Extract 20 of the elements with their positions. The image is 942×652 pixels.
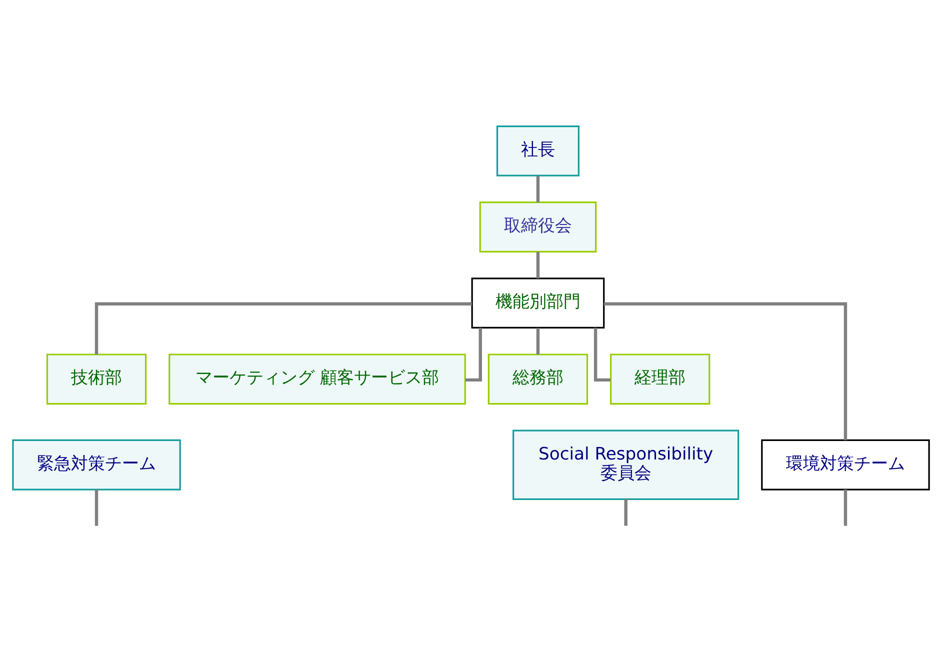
- node-box: マーケティング 顧客サービス部: [168, 353, 466, 404]
- connector: [94, 489, 98, 526]
- connector: [844, 489, 848, 526]
- connector: [624, 498, 628, 526]
- node-box: 環境対策チーム: [761, 438, 930, 490]
- connector: [94, 302, 472, 354]
- connector: [536, 328, 540, 354]
- node-box: 緊急対策チーム: [12, 438, 181, 490]
- connector: [604, 302, 848, 440]
- node-box: Social Responsibility 委員会: [512, 429, 740, 500]
- node-box: 総務部: [488, 353, 588, 404]
- connector: [465, 327, 482, 382]
- connector: [536, 175, 540, 202]
- node-box: 取締役会: [479, 201, 597, 252]
- connector: [594, 327, 611, 382]
- node-box: 経理部: [610, 353, 710, 404]
- connector: [536, 251, 540, 278]
- node-box: 技術部: [46, 353, 147, 404]
- node-box: 社長: [496, 124, 580, 176]
- node-box: 機能別部門: [471, 277, 605, 328]
